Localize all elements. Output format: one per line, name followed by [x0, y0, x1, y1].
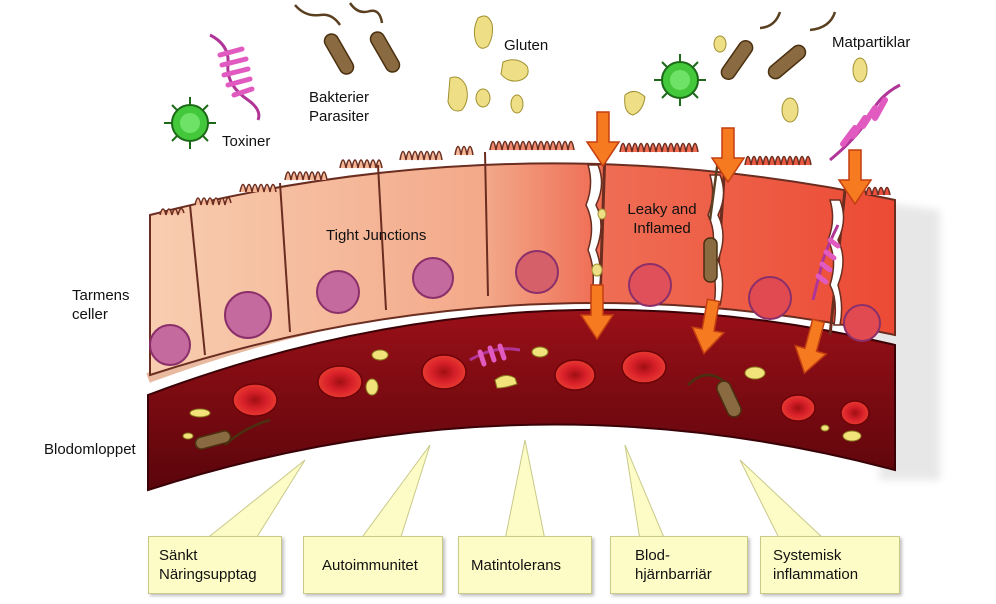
- label-bloodstream: Blodomloppet: [44, 441, 136, 458]
- bacteria-icon: [294, 4, 355, 75]
- microvilli: [159, 140, 891, 216]
- nucleus: [224, 291, 272, 339]
- label-food-particles: Matpartiklar: [832, 34, 911, 51]
- bacteria-icon: [687, 373, 742, 418]
- parasite-icon: [209, 33, 261, 121]
- label-leaky-line2: Inflamed: [633, 220, 691, 237]
- nucleus: [412, 257, 454, 299]
- callout-autoimmunity: Autoimmunitet: [303, 536, 443, 594]
- label-gut-cells: Tarmens celler: [72, 286, 130, 324]
- label-gut-cells-line2: celler: [72, 306, 108, 323]
- arrow-icon: [837, 149, 873, 206]
- label-leaky-inflamed: Leaky and Inflamed: [616, 200, 708, 238]
- label-gut-cells-line1: Tarmens: [72, 287, 130, 304]
- red-blood-cell: [421, 354, 467, 390]
- red-blood-cell: [232, 383, 278, 417]
- arrow-icon: [585, 111, 621, 168]
- callout-line2: Näringsupptag: [159, 566, 257, 583]
- callout-reduced-absorption: Sänkt Näringsupptag: [148, 536, 282, 594]
- callout-line1: Matintolerans: [471, 556, 562, 574]
- virus-group: [164, 54, 706, 149]
- arrow-icon: [710, 127, 746, 184]
- label-leaky-line1: Leaky and: [627, 201, 697, 218]
- nucleus: [515, 250, 559, 294]
- callout-pointers: [203, 439, 827, 541]
- leak-arrows: [579, 111, 873, 375]
- nucleus: [748, 276, 792, 320]
- callout-blood-brain-barrier: Blod- hjärnbarriär: [610, 536, 748, 594]
- label-toxins: Toxiner: [222, 133, 271, 150]
- bacteria-icon: [720, 11, 782, 81]
- arrow-icon: [579, 284, 615, 341]
- callout-food-intolerance: Matintolerans: [458, 536, 592, 594]
- blood-vessel: [147, 308, 896, 492]
- bacteria-group: [194, 2, 837, 450]
- callout-line1: Autoimmunitet: [322, 556, 418, 574]
- red-blood-cell: [780, 394, 816, 422]
- virus-icon: [164, 97, 216, 149]
- callout-line1: Systemisk: [773, 547, 842, 564]
- callout-line2: hjärnbarriär: [635, 566, 712, 583]
- nucleus: [628, 263, 672, 307]
- bacteria-icon: [348, 2, 401, 73]
- red-blood-cell: [621, 350, 667, 384]
- parasite-icon: [469, 343, 521, 367]
- label-tight-junctions: Tight Junctions: [326, 227, 427, 244]
- callout-systemic-inflammation: Systemisk inflammation: [760, 536, 900, 594]
- nucleus: [843, 304, 881, 342]
- virus-icon: [654, 54, 706, 106]
- parasite-icon: [811, 224, 841, 301]
- bacteria-icon: [194, 418, 271, 450]
- nucleus: [149, 324, 191, 366]
- parasite-group: [209, 33, 901, 367]
- label-bacteria: Bakterier: [309, 89, 370, 106]
- callout-line1: Blod-: [635, 547, 671, 564]
- arrow-icon: [794, 318, 828, 375]
- bacteria-icon: [767, 11, 837, 80]
- gluten-particles: [447, 15, 868, 277]
- callout-line1: Sänkt: [159, 547, 198, 564]
- gluten-particles-blood: [182, 346, 862, 442]
- red-blood-cell: [317, 365, 363, 399]
- label-gluten: Gluten: [504, 37, 549, 54]
- red-blood-cells: [232, 350, 870, 426]
- callout-line2: inflammation: [773, 566, 859, 583]
- nucleus: [316, 270, 360, 314]
- arrow-icon: [691, 298, 726, 355]
- nuclei: [149, 250, 881, 366]
- red-blood-cell: [554, 359, 596, 391]
- parasite-icon: [829, 83, 901, 162]
- label-parasites: Parasiter: [309, 108, 370, 125]
- red-blood-cell: [840, 400, 870, 426]
